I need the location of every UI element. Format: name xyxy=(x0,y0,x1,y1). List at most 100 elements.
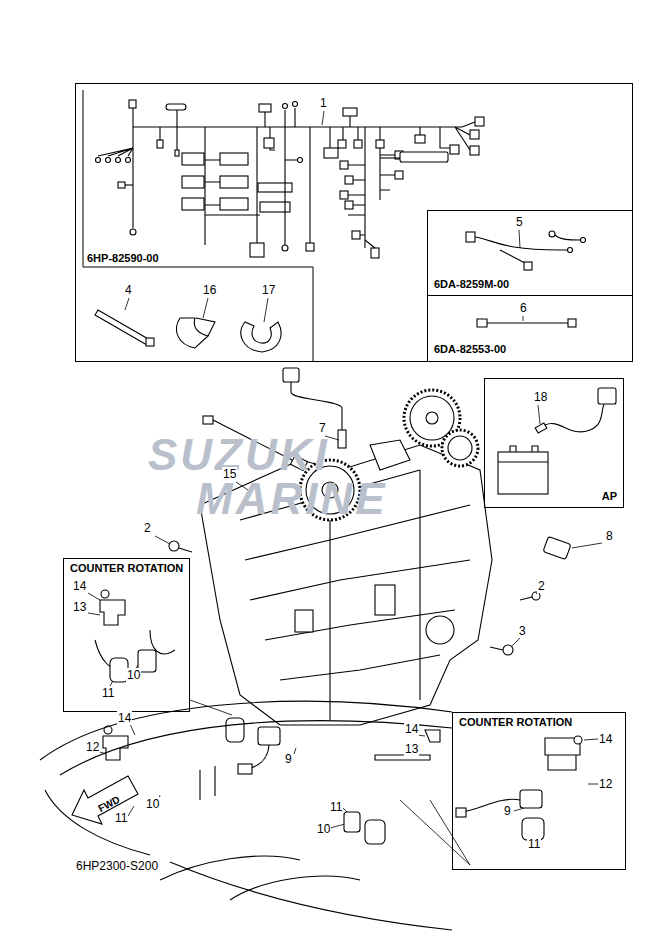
engine-block-part xyxy=(442,430,478,466)
wire-harness-part xyxy=(176,110,177,127)
sensors-and-bolts-part xyxy=(283,368,299,382)
wire-harness-part xyxy=(352,231,360,239)
callout-number: 11 xyxy=(329,800,343,814)
wire-harness-part xyxy=(376,140,384,148)
box-title: COUNTER ROTATION xyxy=(459,716,572,729)
engine-block-part xyxy=(448,436,472,460)
counter-rotation-parts-part xyxy=(100,600,125,625)
callout-number: 2 xyxy=(537,579,546,593)
wire-harness-part xyxy=(345,176,353,184)
callout-number: 15 xyxy=(222,467,237,481)
wire-harness-part xyxy=(420,122,475,150)
wire-harness-part xyxy=(157,140,163,148)
callout-number: 9 xyxy=(284,752,293,766)
callout-number: 17 xyxy=(261,283,276,297)
wire-harness-part xyxy=(129,100,136,108)
callout-number: 18 xyxy=(533,390,548,404)
sub-harness-5-6-part xyxy=(477,319,487,327)
harness-panel: 6HP-82590-006DA-8259M-006DA-82553-00 xyxy=(75,83,633,362)
tie-and-clamps-part xyxy=(241,322,281,352)
fwd-arrow-part xyxy=(72,776,138,824)
leader-lines-part xyxy=(519,230,520,248)
counter-rotation-parts-part xyxy=(548,755,576,770)
cowling-part xyxy=(40,701,452,760)
sub-harness-5-6-part xyxy=(568,319,576,327)
wire-harness-part xyxy=(257,108,295,243)
counter-rotation-parts-part xyxy=(258,727,280,745)
wire-harness-part xyxy=(338,140,346,148)
cowling xyxy=(40,701,452,930)
leader-lines-part xyxy=(125,298,129,310)
counter-rotation-parts-part xyxy=(101,590,109,598)
wire-harness-part xyxy=(365,127,395,248)
sub-harness-5-6-part xyxy=(475,235,580,263)
counter-rotation-parts-part xyxy=(226,718,244,742)
callout-number: 4 xyxy=(124,283,133,297)
box-title: AP xyxy=(602,490,617,503)
wire-harness xyxy=(96,100,485,258)
counter-rotation-parts-part xyxy=(250,745,269,768)
callout-number: 14 xyxy=(598,732,613,746)
wire-harness-part xyxy=(371,248,379,258)
leader-lines-part xyxy=(572,543,602,548)
ap-parts-part xyxy=(498,452,548,494)
callout-number: 12 xyxy=(598,777,613,791)
sensors-and-bolts xyxy=(169,368,571,655)
wire-harness-part xyxy=(306,243,314,251)
counter-rotation-parts xyxy=(95,590,582,844)
wire-harness-part xyxy=(415,135,425,143)
counter-rotation-parts-part xyxy=(520,790,542,808)
wire-harness-part xyxy=(159,127,160,140)
wire-harness-part xyxy=(220,176,248,188)
sub-harness-5-6-part xyxy=(524,262,532,270)
counter-rotation-parts-part xyxy=(238,764,252,774)
wire-harness-part xyxy=(270,127,310,245)
ap-parts-part xyxy=(598,388,616,404)
counter-rotation-parts-part xyxy=(344,812,360,832)
engine-block-part xyxy=(426,412,438,424)
callout-number: 3 xyxy=(518,624,527,638)
cowling-part xyxy=(160,766,360,900)
wire-harness-part xyxy=(343,108,357,116)
ap-parts-part xyxy=(498,446,548,462)
wire-harness-part xyxy=(400,152,448,162)
wire-harness-part xyxy=(126,158,131,163)
engine-block-part xyxy=(295,610,313,632)
callout-number: 9 xyxy=(503,804,512,818)
callout-number: 11 xyxy=(527,837,541,851)
wire-harness-part xyxy=(258,183,292,192)
counter-rotation-parts-part xyxy=(574,736,582,744)
sensors-and-bolts-part xyxy=(543,536,571,559)
callout-number: 7 xyxy=(318,421,327,435)
wire-harness-part xyxy=(175,150,179,156)
engine-block-part xyxy=(410,396,454,440)
callout-number: 11 xyxy=(114,811,128,825)
callout-number: 16 xyxy=(202,283,217,297)
sensors-and-bolts-part xyxy=(532,592,540,600)
box-title: 6HP-82590-00 xyxy=(87,252,159,265)
counter-rotation-parts-part xyxy=(103,736,128,760)
box-title: COUNTER ROTATION xyxy=(70,562,183,575)
cowling-part xyxy=(170,862,452,930)
wire-harness-part xyxy=(340,161,348,169)
callout-number: 2 xyxy=(143,521,152,535)
tie-and-clamps-part xyxy=(196,318,215,336)
sensors-and-bolts-part xyxy=(338,430,346,448)
leader-lines-part xyxy=(203,298,208,318)
wire-harness-part xyxy=(182,176,204,188)
watermark: SUZUKI xyxy=(148,432,330,478)
leader-lines-part xyxy=(322,111,324,125)
wire-harness-part xyxy=(395,171,403,179)
sensors-and-bolts-part xyxy=(169,541,179,551)
engine-block-part xyxy=(370,440,410,470)
callout-number: 13 xyxy=(404,742,419,756)
counter-rotation-parts-part xyxy=(95,630,175,670)
wire-harness-part xyxy=(166,104,186,110)
engine-block-part xyxy=(426,616,454,644)
wire-harness-part xyxy=(182,153,204,165)
ap-parts xyxy=(498,388,616,494)
wire-harness-part xyxy=(354,140,362,148)
wire-harness-part xyxy=(116,158,121,163)
wire-harness-part xyxy=(259,104,271,112)
